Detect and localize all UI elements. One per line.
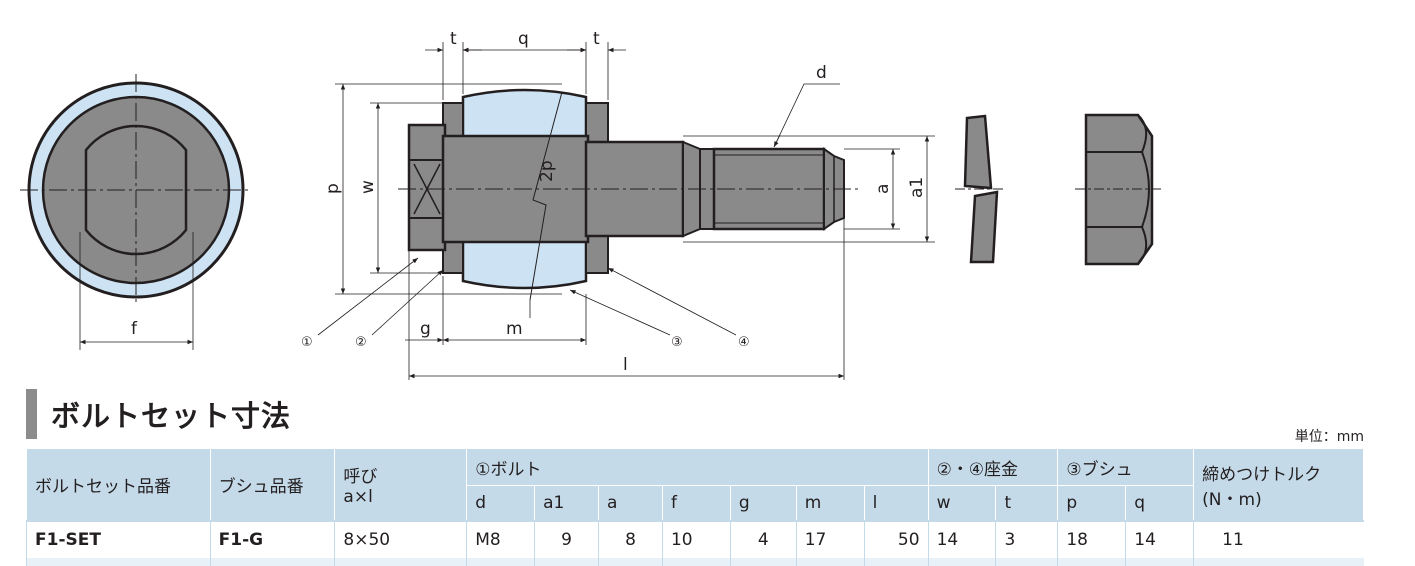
cell-bush-no: F1-G [209, 520, 335, 558]
header-torque: 締めつけトルク (N・m) [1193, 448, 1364, 522]
dimension-labels: t q t d p w a a1 g m l ① ② ③ ④ [301, 29, 927, 375]
spring-washer [955, 114, 1005, 264]
sub-header-d: d [466, 485, 536, 522]
cell-t: 3 [995, 520, 1058, 558]
header-size: 呼び a×l [334, 448, 468, 522]
side-view-dimensions [317, 42, 935, 380]
dim-t-left: t [450, 29, 457, 49]
callout-1: ① [301, 335, 313, 350]
sub-header-row: d a1 a f g m l w t p q [27, 485, 1364, 522]
cell-d: M8 [466, 520, 535, 558]
bolt-set-technical-drawing: f 2p [20, 29, 1162, 380]
cell-torque: 11 [1193, 520, 1364, 558]
cell-m: 17 [795, 520, 865, 558]
section-title: ボルトセット寸法 [51, 399, 292, 433]
cell-l: 50 [863, 520, 929, 558]
title-accent-bar [26, 389, 37, 439]
dim-a1: a1 [907, 177, 927, 198]
dim-w: w [358, 180, 378, 194]
cell-g: 4 [729, 520, 797, 558]
end-view: f [20, 74, 252, 350]
dim-g: g [420, 319, 431, 339]
dim-m: m [506, 319, 523, 339]
dim-l: l [623, 355, 628, 375]
sub-header-g: g [729, 485, 797, 522]
sub-header-q: q [1125, 485, 1195, 522]
header-bush: ③ブシュ [1057, 448, 1195, 486]
sub-header-f: f [661, 485, 731, 522]
dim-p: p [323, 183, 343, 194]
table-row: F1-SET F1-G 8×50 M8 9 8 10 4 17 50 14 3 … [26, 520, 1364, 558]
cell-w: 14 [927, 520, 996, 558]
dim-f-endview: f [131, 319, 138, 339]
sub-header-a: a [598, 485, 663, 522]
header-row: ボルトセット品番 ブシュ品番 呼び a×l ①ボルト ②・④座金 ③ブシュ 締め… [26, 448, 1364, 522]
header-washer: ②・④座金 [927, 448, 1059, 486]
header-bolt: ①ボルト [466, 448, 929, 486]
table-row-partial [26, 558, 1364, 566]
side-view: 2p [398, 88, 858, 301]
callout-2: ② [355, 335, 367, 350]
sub-header-a1: a1 [534, 485, 600, 522]
cell-a: 8 [598, 520, 663, 558]
callout-4: ④ [738, 335, 750, 350]
bolt-set-dimension-table: ボルトセット品番 ブシュ品番 呼び a×l ①ボルト ②・④座金 ③ブシュ 締め… [26, 448, 1364, 566]
sub-header-m: m [795, 485, 865, 522]
unit-label: 単位：mm [1294, 429, 1364, 445]
dim-q: q [518, 29, 529, 49]
cell-q: 14 [1125, 520, 1194, 558]
dim-d: d [816, 63, 827, 83]
cell-f: 10 [661, 520, 731, 558]
dim-t-right: t [593, 29, 600, 49]
sub-header-w: w [927, 485, 997, 522]
header-bush-no: ブシュ品番 [209, 448, 336, 522]
section-heading: ボルトセット寸法 [26, 388, 291, 440]
cell-size: 8×50 [334, 520, 467, 558]
sub-header-p: p [1057, 485, 1127, 522]
header-set-no: ボルトセット品番 [26, 448, 211, 522]
hex-nut [1075, 113, 1162, 266]
dim-2p: 2p [537, 160, 557, 182]
dim-a: a [873, 184, 893, 194]
cell-set-no: F1-SET [26, 520, 211, 558]
cell-p: 18 [1057, 520, 1126, 558]
sub-header-t: t [995, 485, 1059, 522]
callout-3: ③ [671, 335, 683, 350]
cell-a1: 9 [534, 520, 599, 558]
sub-header-l: l [863, 485, 929, 522]
